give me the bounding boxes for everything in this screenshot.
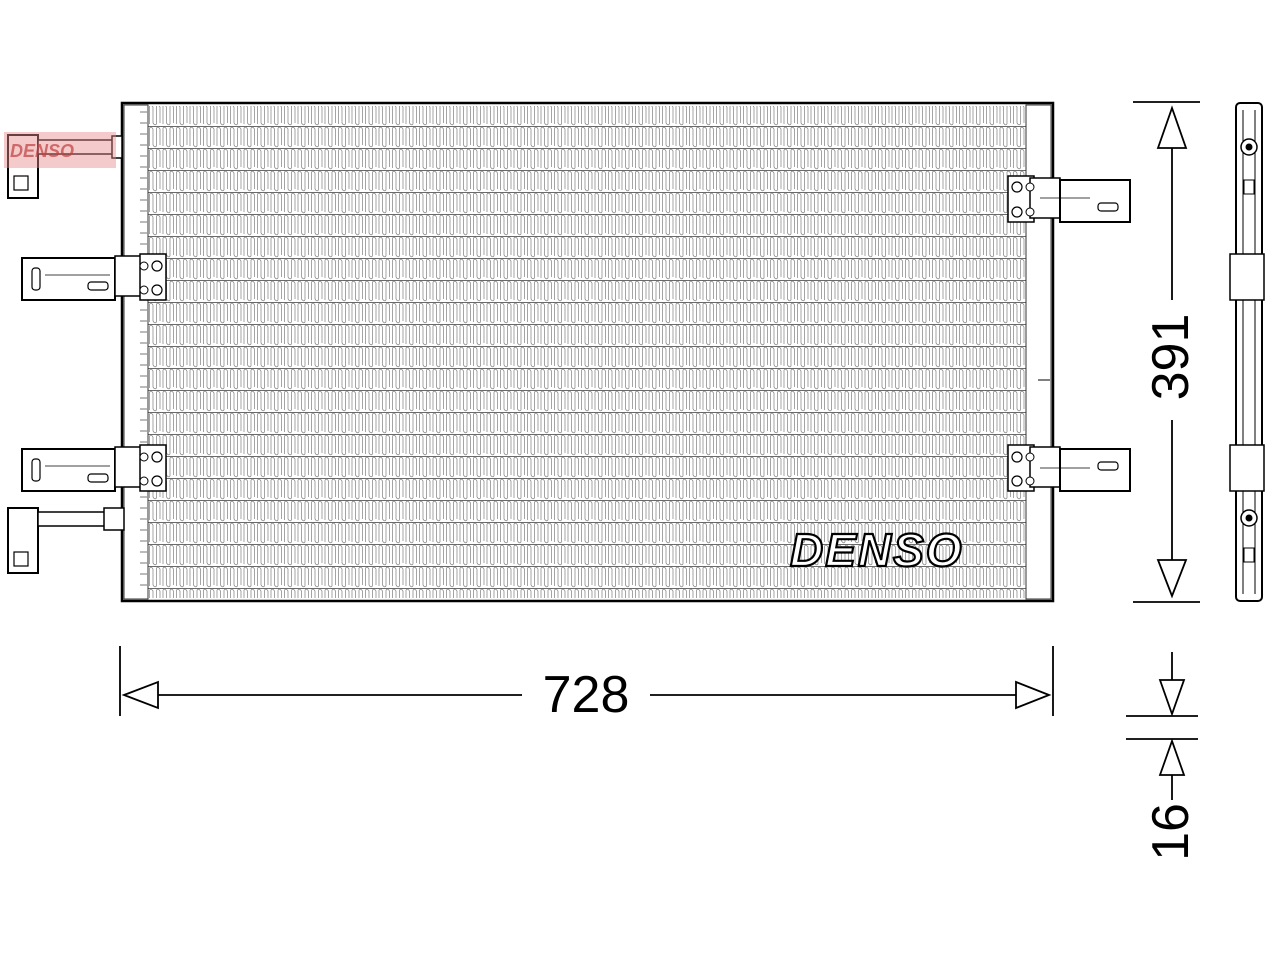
denso-watermark: DENSO: [4, 132, 116, 168]
left-header-tank: [123, 104, 149, 600]
svg-text:DENSO: DENSO: [10, 141, 74, 161]
thickness-dimension-label: 16: [1142, 803, 1200, 861]
outlet-pipe-connection: [7, 507, 125, 574]
width-dimension-label: 728: [543, 666, 630, 724]
denso-logo-text: DENSO: [790, 524, 964, 576]
left-bracket-upper: [21, 253, 167, 301]
inlet-pipe-connection: [7, 134, 123, 199]
width-dimension: 728: [119, 646, 1054, 724]
right-bracket-lower: [1007, 444, 1131, 492]
height-dimension: 391: [1133, 101, 1200, 603]
right-bracket-upper: [1007, 175, 1131, 223]
thickness-dimension: 16: [1126, 652, 1200, 861]
denso-logo: DENSO: [789, 523, 964, 577]
left-bracket-lower: [21, 444, 167, 492]
side-view-profile: [1229, 102, 1265, 602]
height-dimension-label: 391: [1142, 314, 1200, 401]
condenser-core: [120, 101, 1055, 603]
